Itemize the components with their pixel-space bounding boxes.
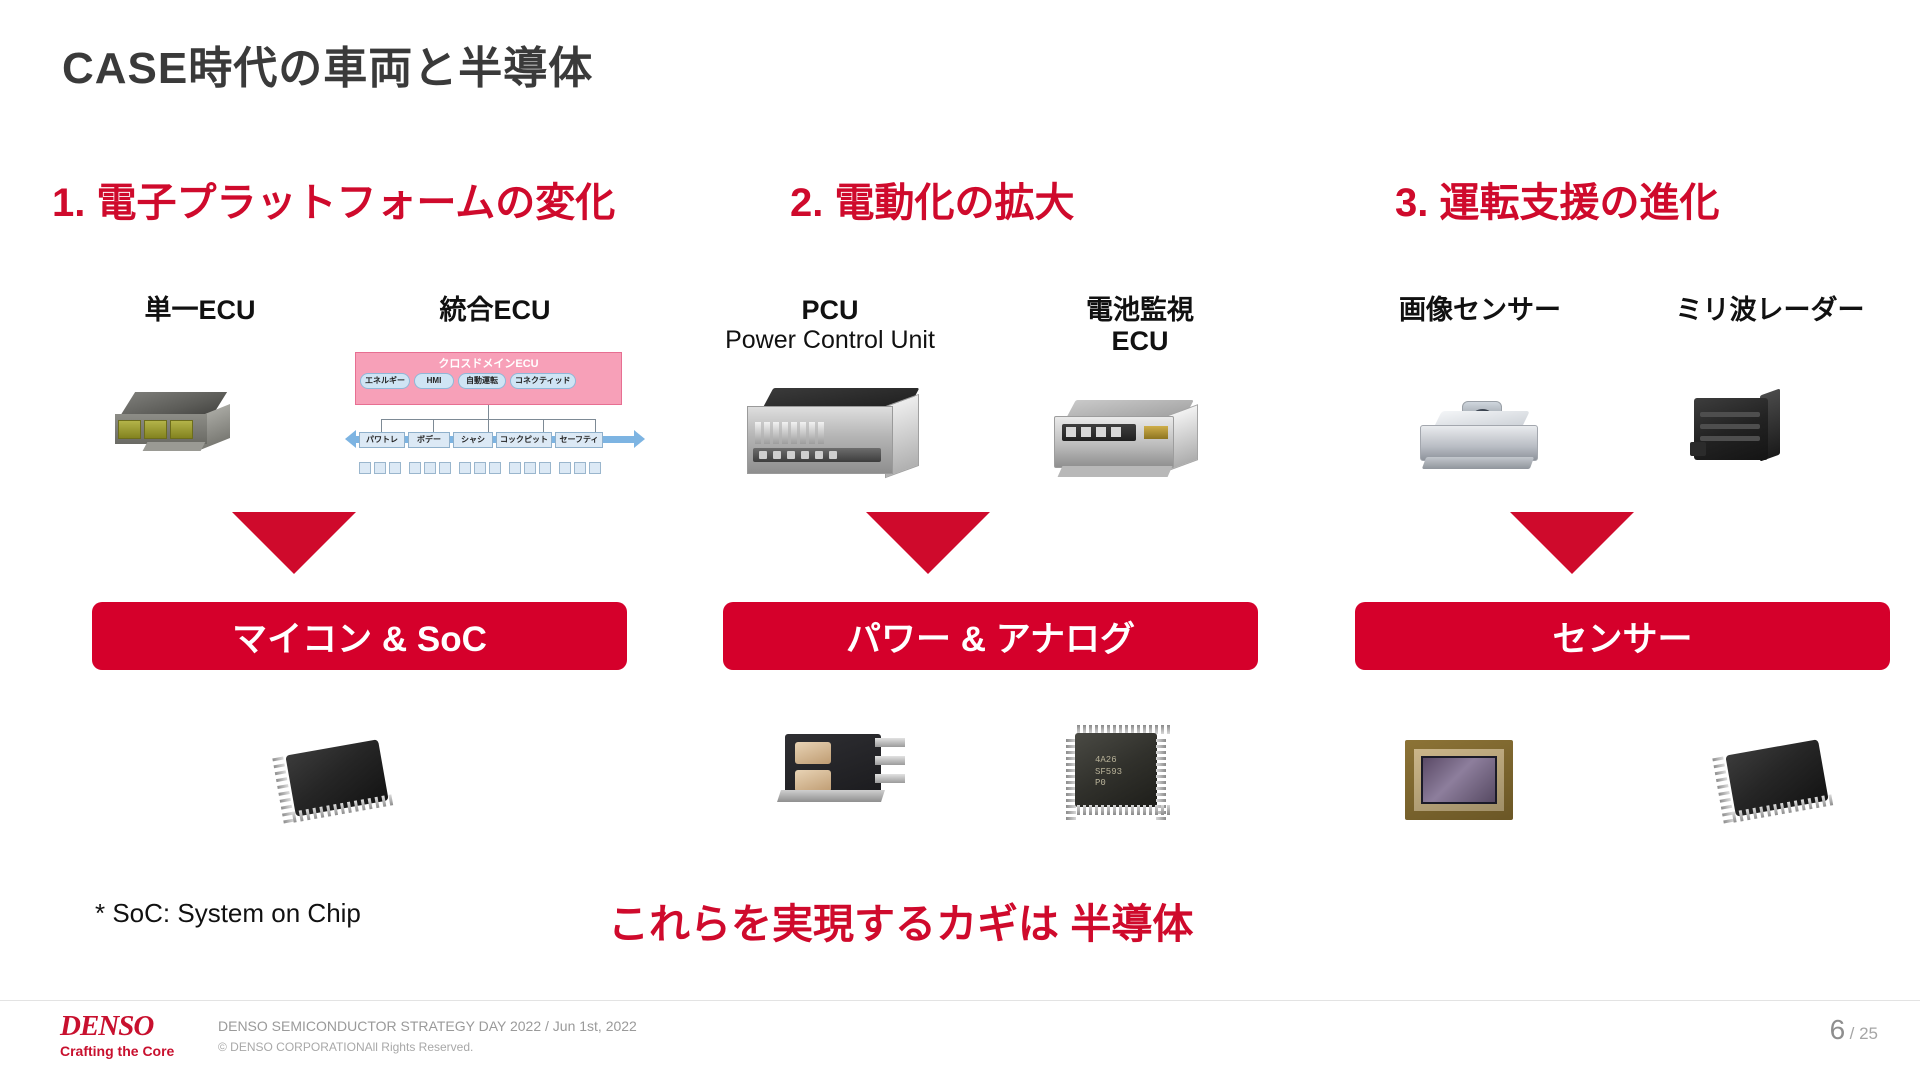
domain-ecu-row: パワトレ ボデー シャシ コックピット セーフティ	[359, 432, 603, 448]
leaf-ecu	[409, 462, 421, 474]
cmos-image-sensor-photo	[1405, 740, 1513, 820]
product-label-battery-monitor-ecu: 電池監視 ECU	[1015, 295, 1265, 357]
page-number-current: 6	[1829, 1014, 1846, 1045]
domain-box-body: ボデー	[408, 432, 450, 448]
leaf-ecu	[589, 462, 601, 474]
leaf-group	[359, 462, 401, 474]
leaf-ecu	[424, 462, 436, 474]
category-banner-power-analog: パワー & アナログ	[723, 602, 1258, 670]
leaf-ecu	[559, 462, 571, 474]
power-module-photo	[775, 730, 909, 808]
cross-domain-chip-row: エネルギー HMI 自動運転 コネクティッド	[360, 373, 576, 389]
footnote-soc: * SoC: System on Chip	[95, 898, 361, 928]
sensor-ic-photo	[1712, 735, 1842, 827]
connector-line	[543, 419, 544, 432]
section-heading-1: 1. 電子プラットフォームの変化	[52, 181, 616, 225]
denso-logo-tagline: Crafting the Core	[60, 1043, 175, 1059]
leaf-group	[559, 462, 601, 474]
product-label-text: 統合ECU	[439, 295, 551, 325]
domain-box-safety: セーフティ	[555, 432, 603, 448]
vehicle-bus-line	[355, 436, 635, 443]
domain-box-powertrain: パワトレ	[359, 432, 405, 448]
footer-text: DENSO SEMICONDUCTOR STRATEGY DAY 2022 / …	[218, 1016, 637, 1056]
product-label-mmwave-radar: ミリ波レーダー	[1625, 295, 1915, 326]
leaf-ecu	[524, 462, 536, 474]
connector-line	[595, 419, 596, 432]
footer-divider	[0, 1000, 1920, 1001]
bus-arrow-left-icon	[345, 430, 356, 448]
down-arrow-icon-3	[1510, 512, 1634, 574]
leaf-ecu	[374, 462, 386, 474]
down-arrow-icon-2	[866, 512, 990, 574]
product-label-text: 電池監視	[1086, 295, 1194, 325]
down-arrow-icon-1	[232, 512, 356, 574]
leaf-ecu	[439, 462, 451, 474]
page-number-total: / 25	[1849, 1024, 1878, 1043]
page-number: 6 / 25	[1830, 1014, 1878, 1046]
denso-logo-wordmark: DENSO	[60, 1010, 154, 1042]
mmwave-radar-photo	[1690, 388, 1782, 478]
product-label-text: 画像センサー	[1399, 295, 1561, 325]
footer-event-line: DENSO SEMICONDUCTOR STRATEGY DAY 2022 / …	[218, 1018, 637, 1034]
connector-line	[381, 419, 382, 432]
integrated-ecu-architecture-diagram: クロスドメインECU エネルギー HMI 自動運転 コネクティッド パワトレ ボ…	[345, 352, 645, 492]
product-label-subtext: ECU	[1111, 326, 1169, 357]
leaf-ecu	[359, 462, 371, 474]
product-label-pcu: PCU Power Control Unit	[690, 295, 970, 355]
leaf-ecu	[574, 462, 586, 474]
leaf-ecu	[389, 462, 401, 474]
denso-logo: DENSO Crafting the Core	[60, 1010, 220, 1059]
leaf-ecu-row	[359, 462, 606, 474]
product-label-text: 単一ECU	[144, 295, 256, 325]
microcontroller-chip-photo	[272, 735, 402, 827]
domain-chip-energy: エネルギー	[360, 373, 410, 389]
leaf-ecu	[459, 462, 471, 474]
leaf-ecu	[474, 462, 486, 474]
leaf-group	[459, 462, 501, 474]
connector-line	[488, 405, 489, 419]
product-label-single-ecu: 単一ECU	[60, 295, 340, 326]
product-label-text: PCU	[801, 295, 859, 325]
domain-box-chassis: シャシ	[453, 432, 493, 448]
cross-domain-ecu-box: クロスドメインECU エネルギー HMI 自動運転 コネクティッド	[355, 352, 622, 405]
category-banner-microcontroller-soc: マイコン & SoC	[92, 602, 627, 670]
closing-tagline: これらを実現するカギは 半導体	[608, 901, 1194, 947]
domain-chip-autonomous: 自動運転	[458, 373, 506, 389]
page-title: CASE時代の車両と半導体	[62, 44, 594, 93]
domain-box-cockpit: コックピット	[496, 432, 552, 448]
battery-monitor-ecu-photo	[1052, 400, 1202, 488]
section-heading-3: 3. 運転支援の進化	[1395, 181, 1720, 225]
domain-chip-hmi: HMI	[414, 373, 454, 389]
pcu-photo	[745, 388, 923, 492]
product-label-text: ミリ波レーダー	[1675, 295, 1865, 325]
product-label-image-sensor: 画像センサー	[1340, 295, 1620, 326]
leaf-ecu	[539, 462, 551, 474]
category-banner-sensor: センサー	[1355, 602, 1890, 670]
camera-sensor-photo	[1420, 395, 1548, 477]
product-label-integrated-ecu: 統合ECU	[355, 295, 635, 326]
leaf-ecu	[509, 462, 521, 474]
connector-line	[488, 419, 489, 432]
section-heading-2: 2. 電動化の拡大	[790, 181, 1075, 225]
leaf-group	[509, 462, 551, 474]
leaf-group	[409, 462, 451, 474]
leaf-ecu	[489, 462, 501, 474]
bus-arrow-right-icon	[634, 430, 645, 448]
connector-line	[433, 419, 434, 432]
cross-domain-ecu-title: クロスドメインECU	[438, 358, 539, 370]
single-ecu-photo	[115, 392, 233, 454]
domain-chip-connected: コネクティッド	[510, 373, 576, 389]
footer-copyright: © DENSO CORPORATIONAll Rights Reserved.	[218, 1039, 474, 1054]
product-label-subtext: Power Control Unit	[725, 326, 935, 355]
